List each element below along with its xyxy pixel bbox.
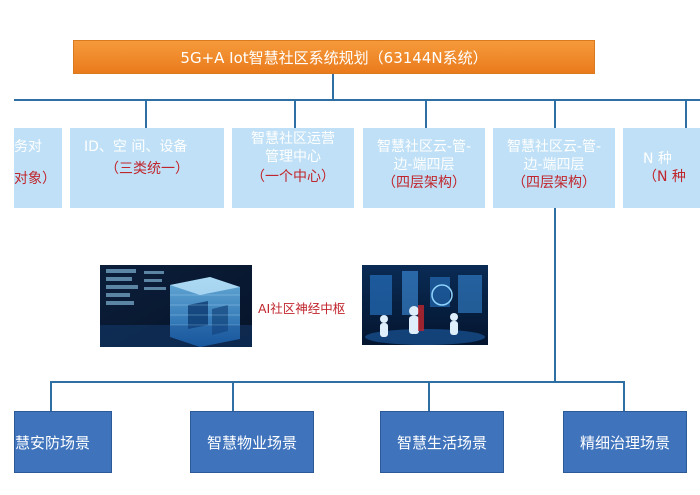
drop-line-2 <box>145 100 147 128</box>
scene-box-governance-label: 精细治理场景 <box>579 433 670 452</box>
top-box-5-sub: （四层架构） <box>512 175 596 191</box>
scene-box-security-label: 慧安防场景 <box>15 433 91 452</box>
system-title: 5G+A Iot智慧社区系统规划（63144N系统） <box>180 48 488 67</box>
top-box-5-main: 智慧社区云-管-边-端四层 <box>506 139 602 173</box>
hub-vertical-line <box>554 208 556 382</box>
bottom-drop-4 <box>623 381 625 411</box>
top-box-4: 智慧社区云-管-边-端四层 （四层架构） <box>363 128 485 208</box>
top-box-1-main: 务对 <box>14 139 42 155</box>
top-box-3-sub: （一个中心） <box>251 169 335 185</box>
bottom-drop-1 <box>50 381 52 411</box>
top-box-3: 智慧社区运营 管理中心 （一个中心） <box>232 128 354 208</box>
top-box-2: ID、空 间、设备 （三类统一） <box>70 128 224 208</box>
system-title-bar: 5G+A Iot智慧社区系统规划（63144N系统） <box>73 40 595 74</box>
drop-line-4 <box>425 100 427 128</box>
title-connector <box>332 74 334 100</box>
scene-box-governance: 精细治理场景 <box>563 411 687 473</box>
top-box-5: 智慧社区云-管-边-端四层 （四层架构） <box>493 128 615 208</box>
top-box-6-sub: （N 种 <box>643 169 686 185</box>
top-box-6: N 种 （N 种 <box>623 128 700 208</box>
scene-box-property-label: 智慧物业场景 <box>206 433 297 452</box>
bottom-drop-3 <box>428 381 430 411</box>
scene-box-life: 智慧生活场景 <box>380 411 504 473</box>
top-box-1-sub: 对象） <box>14 171 56 187</box>
top-horizontal-line <box>14 99 700 101</box>
bottom-drop-2 <box>232 381 234 411</box>
bottom-horizontal-line <box>50 381 624 383</box>
top-box-3-main: 智慧社区运营 管理中心 <box>251 131 335 165</box>
scene-box-security: 慧安防场景 <box>14 411 112 473</box>
ai-hub-caption: AI社区神经中枢 <box>258 301 346 316</box>
drop-line-3 <box>294 100 296 128</box>
drop-line-5 <box>554 100 556 128</box>
scene-box-property: 智慧物业场景 <box>190 411 314 473</box>
robot-showroom-image <box>362 265 488 345</box>
drop-line-6 <box>685 100 687 128</box>
top-box-4-sub: （四层架构） <box>382 175 466 191</box>
top-box-2-main: ID、空 间、设备 <box>84 139 188 155</box>
smart-city-image <box>100 265 252 347</box>
scene-box-life-label: 智慧生活场景 <box>396 433 487 452</box>
top-box-2-sub: （三类统一） <box>105 161 189 177</box>
top-box-6-main: N 种 <box>643 151 672 167</box>
top-box-1: 务对 对象） <box>14 128 62 208</box>
top-box-4-main: 智慧社区云-管-边-端四层 <box>376 139 472 173</box>
